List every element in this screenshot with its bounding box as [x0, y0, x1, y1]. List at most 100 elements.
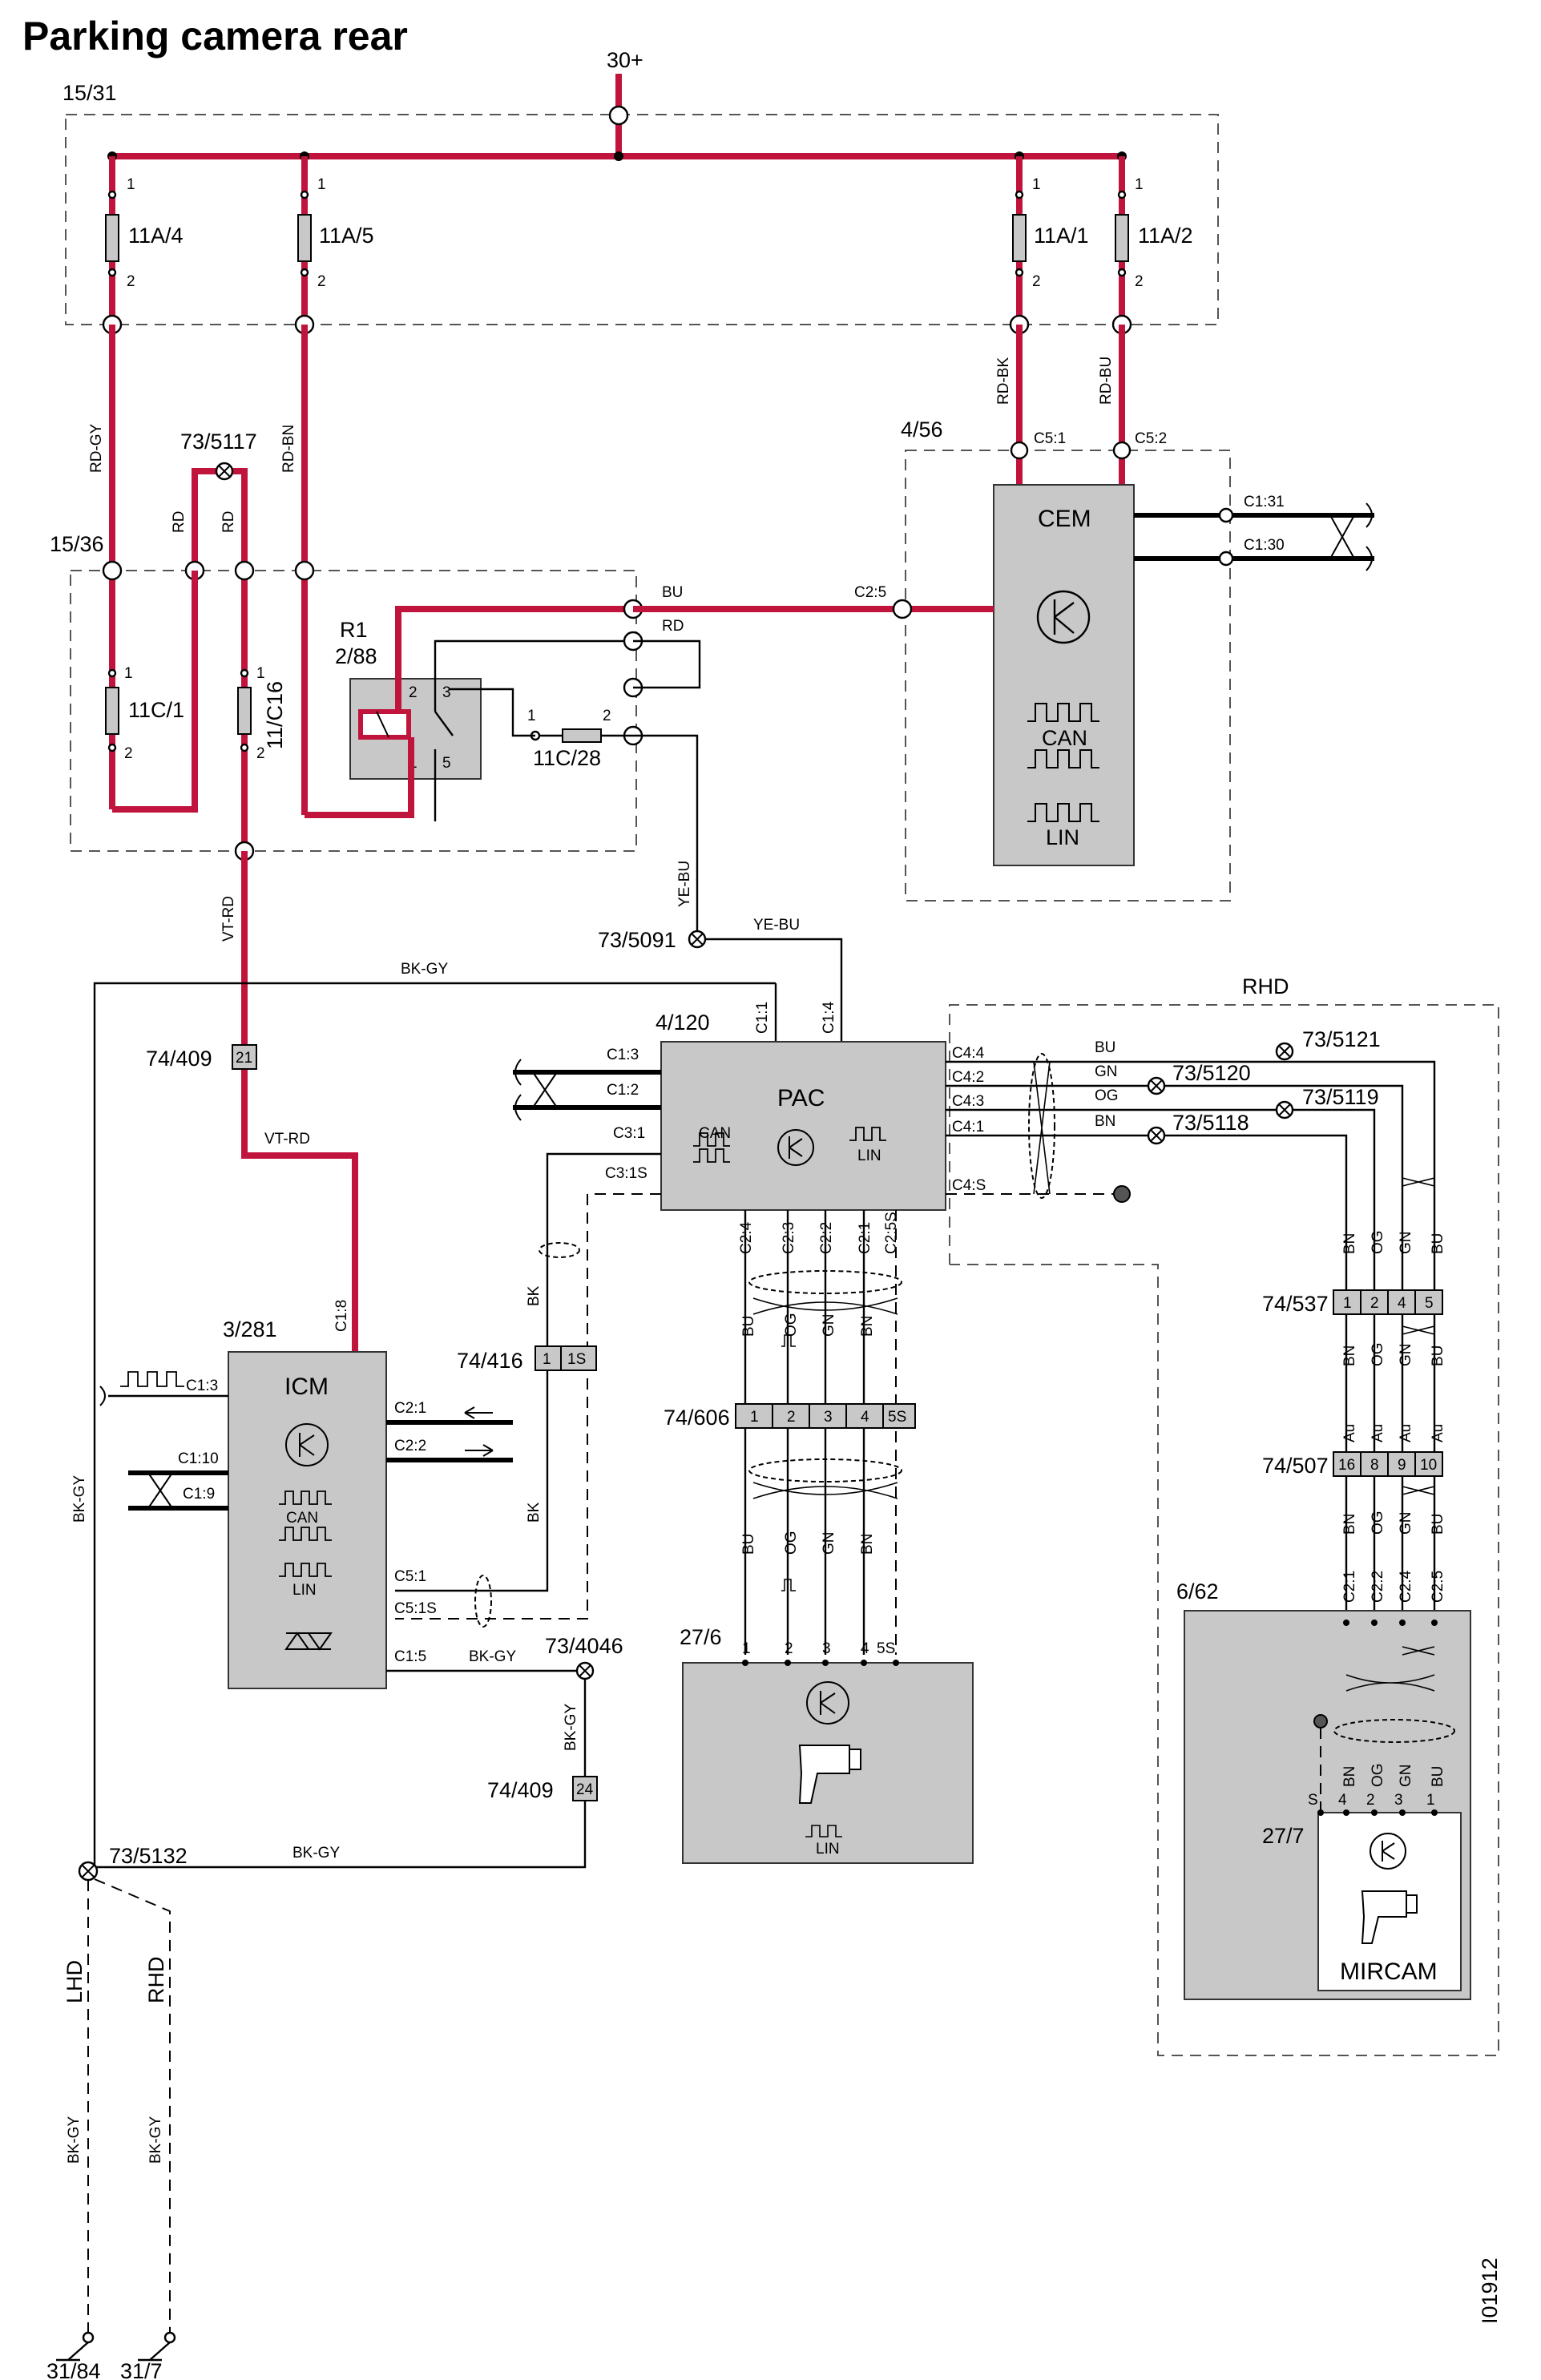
svg-text:LIN: LIN [857, 1148, 881, 1164]
connector-74-537: 1 2 4 5 74/537 [1262, 1289, 1443, 1316]
fuse-box-15-36-label: 15/36 [50, 532, 104, 556]
svg-text:BU: BU [1095, 1039, 1115, 1056]
svg-text:1: 1 [124, 665, 133, 682]
svg-text:8: 8 [1370, 1457, 1379, 1474]
splice-73-5132: 73/5132 [78, 1844, 188, 1882]
wire-bk-pac-icm [395, 1152, 661, 1592]
svg-text:31/84: 31/84 [46, 2359, 101, 2380]
svg-text:BN: BN [1341, 1233, 1358, 1254]
svg-text:CAN: CAN [699, 1125, 731, 1142]
svg-text:2: 2 [1032, 273, 1041, 290]
wire-bu-rhd [946, 1060, 1436, 1290]
svg-text:C3:1S: C3:1S [605, 1165, 647, 1182]
rhd-enclosure [949, 1004, 1499, 2056]
svg-text:21: 21 [236, 1050, 252, 1067]
svg-text:GN: GN [1398, 1344, 1414, 1367]
svg-text:C2:5: C2:5 [854, 584, 886, 601]
splice-73-5091: 73/5091 [598, 928, 707, 952]
svg-text:OG: OG [1370, 1511, 1386, 1535]
svg-text:GN: GN [1095, 1063, 1118, 1080]
svg-text:74/409: 74/409 [146, 1047, 212, 1071]
svg-text:1S: 1S [567, 1351, 586, 1368]
fuse-box-15-31-label: 15/31 [63, 81, 117, 105]
svg-text:BU: BU [1430, 1514, 1446, 1535]
svg-text:OG: OG [783, 1531, 800, 1555]
svg-text:73/4046: 73/4046 [545, 1634, 623, 1658]
svg-text:YE-BU: YE-BU [676, 861, 693, 907]
splice-73-5120: 73/5120 [1147, 1061, 1251, 1095]
svg-text:LIN: LIN [1046, 825, 1079, 849]
wire-bk-gy-left [93, 982, 776, 1871]
svg-text:C2:5: C2:5 [1430, 1571, 1446, 1603]
svg-text:74/409: 74/409 [487, 1778, 554, 1802]
svg-text:Au: Au [1398, 1424, 1414, 1442]
svg-text:RHD: RHD [144, 1957, 168, 2004]
svg-text:VT-RD: VT-RD [264, 1131, 310, 1148]
wire-shield-pac-icm [395, 1193, 661, 1620]
svg-text:C2:4: C2:4 [1398, 1570, 1414, 1603]
cam-wire-labels-upper: BU OG GN BN [740, 1313, 876, 1337]
svg-text:C4:4: C4:4 [952, 1045, 985, 1062]
svg-text:BK-GY: BK-GY [469, 1648, 516, 1665]
svg-text:OG: OG [1370, 1230, 1386, 1254]
svg-text:RD-GY: RD-GY [88, 423, 105, 473]
svg-text:1: 1 [543, 1351, 551, 1368]
svg-text:C2:4: C2:4 [738, 1221, 755, 1254]
svg-text:9: 9 [1398, 1457, 1406, 1474]
svg-text:BU: BU [740, 1316, 757, 1337]
svg-text:BN: BN [859, 1534, 876, 1555]
svg-text:OG: OG [783, 1313, 800, 1337]
connector-74-409-pin24: 24 74/409 [487, 1776, 598, 1802]
splice-73-5119: 73/5119 [1275, 1085, 1379, 1119]
connector-74-409-pin21: 21 74/409 [146, 1044, 257, 1071]
svg-text:11C/1: 11C/1 [128, 698, 184, 722]
connector-74-606: 1 2 3 4 5S 74/606 [664, 1403, 916, 1430]
svg-text:GN: GN [821, 1314, 837, 1337]
wire-relay-rd [434, 639, 633, 681]
wire-gn-rhd [946, 1084, 1404, 1290]
svg-text:C1:30: C1:30 [1244, 537, 1285, 554]
svg-text:C2:3: C2:3 [781, 1222, 797, 1254]
svg-text:11A/4: 11A/4 [128, 224, 184, 248]
svg-text:11C/28: 11C/28 [533, 746, 601, 770]
svg-text:C2:2: C2:2 [1370, 1571, 1386, 1603]
svg-text:1: 1 [1426, 1792, 1435, 1809]
svg-text:73/5132: 73/5132 [109, 1844, 188, 1868]
svg-text:BU: BU [1430, 1766, 1446, 1787]
svg-text:C1:8: C1:8 [333, 1300, 350, 1332]
wire-relay-feed [395, 606, 633, 712]
svg-text:5: 5 [1425, 1295, 1434, 1312]
svg-text:RD-BN: RD-BN [280, 425, 297, 473]
svg-text:11A/2: 11A/2 [1138, 224, 1193, 248]
svg-text:5S: 5S [877, 1640, 895, 1657]
svg-text:10: 10 [1420, 1457, 1437, 1474]
svg-text:RD: RD [662, 618, 684, 635]
svg-text:2: 2 [1370, 1295, 1379, 1312]
svg-text:BK-GY: BK-GY [147, 2116, 164, 2164]
splice-73-4046: 73/4046 [545, 1634, 623, 1680]
wire-ye-bu-2 [705, 938, 843, 1042]
svg-text:C2:5S: C2:5S [883, 1212, 900, 1254]
cam-wire-labels-lower: BU OG GN BN [740, 1531, 876, 1555]
svg-text:C5:1: C5:1 [1034, 430, 1066, 447]
svg-text:Au: Au [1430, 1424, 1446, 1442]
fuse-11a-5: 12 11A/5 [297, 156, 374, 325]
svg-text:4: 4 [1338, 1792, 1347, 1809]
svg-text:11A/5: 11A/5 [319, 224, 374, 248]
svg-text:31/7: 31/7 [120, 2359, 163, 2380]
svg-text:GN: GN [1398, 1232, 1414, 1255]
svg-text:BU: BU [1430, 1345, 1446, 1366]
svg-text:2: 2 [603, 708, 611, 724]
wire-rd-loop-right [633, 639, 701, 689]
svg-text:C1:10: C1:10 [178, 1450, 219, 1467]
fuse-11a-4: 12 11A/4 [105, 156, 184, 325]
splice-73-5121: 73/5121 [1275, 1027, 1381, 1061]
svg-text:BK-GY: BK-GY [71, 1475, 88, 1523]
svg-text:2/88: 2/88 [335, 644, 377, 668]
svg-text:LIN: LIN [816, 1841, 840, 1858]
wire-bn-rhd [946, 1134, 1348, 1290]
rear-camera-27-6: 27/6 1 2 3 4 5S LIN [680, 1625, 974, 1864]
svg-text:C1:2: C1:2 [607, 1082, 639, 1099]
svg-text:BK-GY: BK-GY [401, 961, 448, 978]
